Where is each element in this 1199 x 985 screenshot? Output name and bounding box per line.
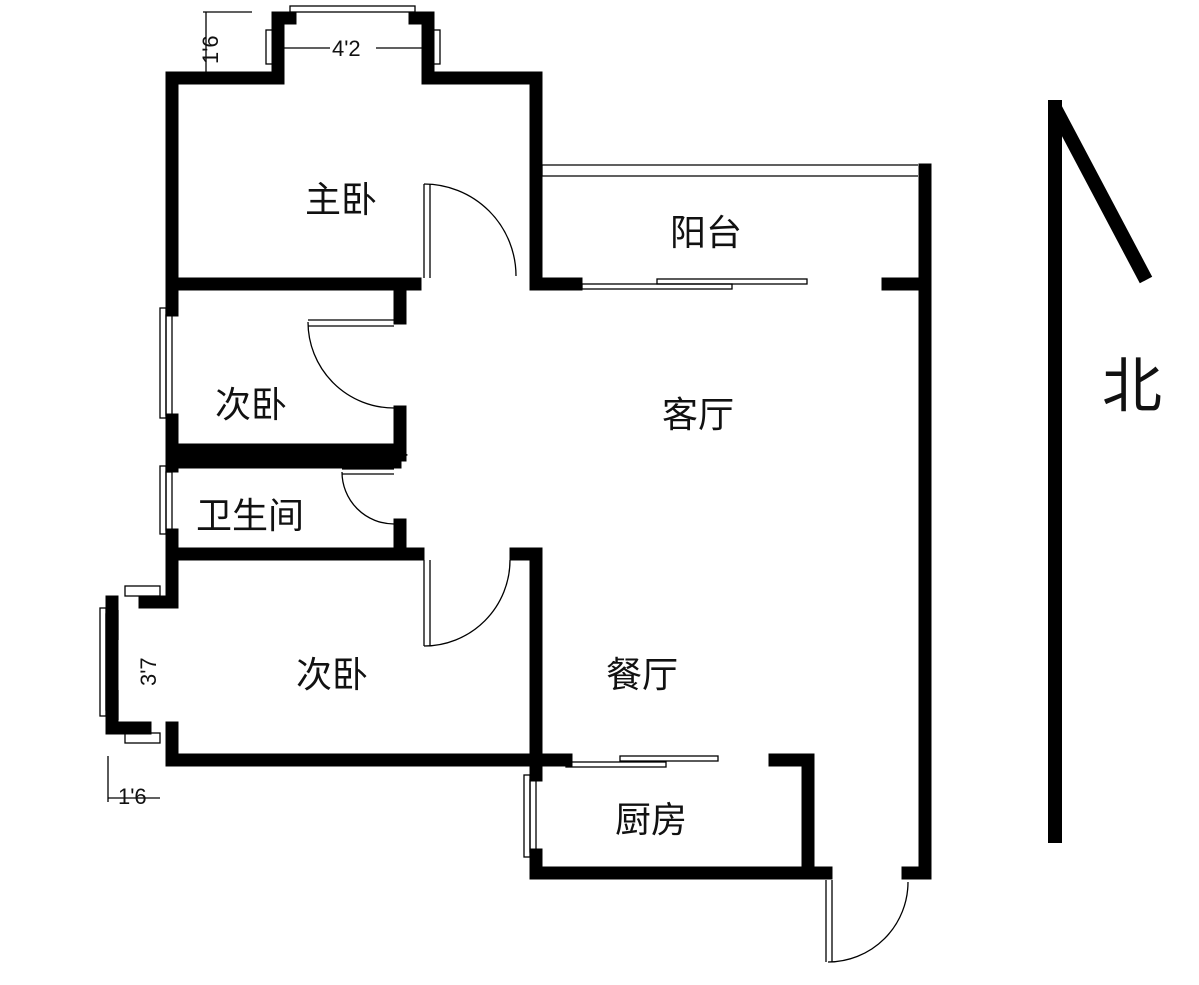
balcony-label: 阳台: [670, 213, 742, 254]
master-bedroom-wall: [165, 71, 402, 291]
thin-lines: [99, 5, 918, 858]
bathroom-label: 卫生间: [196, 496, 304, 537]
bedroom3-bottom-wall: [165, 721, 543, 767]
top-window-depth-label: 1'6: [198, 35, 223, 64]
doors: [307, 183, 909, 963]
north-arrow: [1048, 100, 1153, 843]
left-window-depth-label: 1'6: [118, 784, 147, 809]
master-bedroom-right-wall: [421, 71, 583, 291]
north-label: 北: [1102, 352, 1162, 422]
bedroom3-left-bay-top: [138, 547, 179, 609]
kitchen-label: 厨房: [615, 800, 687, 841]
left-window-width-label: 3'7: [136, 657, 161, 686]
living-room-label: 客厅: [662, 395, 734, 436]
walls: [105, 11, 932, 880]
dining-room-label: 餐厅: [606, 655, 678, 696]
second-bedroom-top-label: 次卧: [215, 385, 287, 426]
right-exterior-wall: [901, 163, 932, 880]
master-bedroom-label: 主卧: [305, 180, 377, 221]
top-window-width-label: 4'2: [332, 36, 361, 61]
second-bedroom-bottom-label: 次卧: [296, 655, 368, 696]
